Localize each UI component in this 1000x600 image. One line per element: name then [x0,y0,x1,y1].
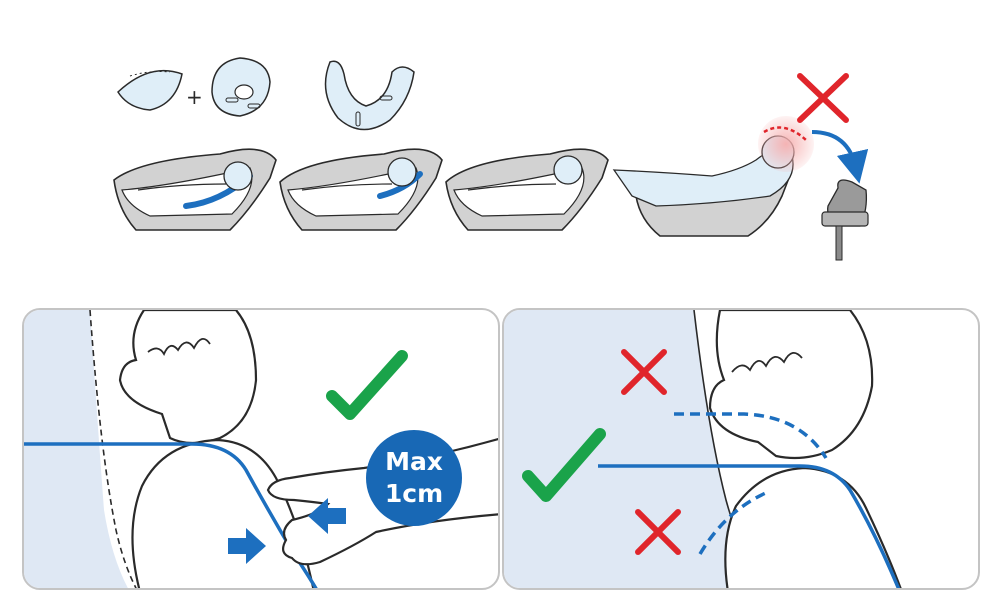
cross-icon [635,509,681,555]
seat-edge-dashed-line [89,310,137,588]
child-shoulder [724,466,902,588]
installation-steps-strip: + [113,57,869,261]
arrow-icon [228,528,266,564]
baby-seat-illustration [279,148,443,231]
cross-icon [797,73,849,123]
head-warning-glow [758,116,814,172]
ring-cushion-insert [211,57,271,117]
u-shaped-body-insert [324,60,415,131]
baby-seat-illustration [445,148,609,231]
max-1cm-badge: Max 1cm [366,430,462,526]
plus-sign: + [186,85,203,109]
child-hair [731,352,803,373]
strap-height-panel [502,308,980,590]
cross-icon [621,349,667,395]
child-head [118,310,258,445]
harness-strap [24,442,318,588]
check-icon [326,350,408,420]
harness-strap-correct [598,464,901,588]
correct-strap-tightness-panel: Max 1cm [22,308,500,590]
head-limit-dashed-line [763,126,807,141]
check-icon [522,428,606,502]
harness-strap-too-high [674,412,828,459]
arrow-icon [308,498,346,534]
car-seat-base-illustration [821,179,869,261]
head-pillow-insert [117,69,183,111]
badge-line-1: Max [385,447,443,476]
seat-back [504,310,757,588]
child-shoulder [131,438,315,588]
badge-line-2: 1cm [385,479,443,508]
harness-strap-too-low [698,490,769,555]
arrow-icon [811,130,869,184]
seat-back [24,310,128,588]
baby-seat-illustration [113,148,277,231]
child-hair [147,338,211,356]
child-head [708,310,874,460]
